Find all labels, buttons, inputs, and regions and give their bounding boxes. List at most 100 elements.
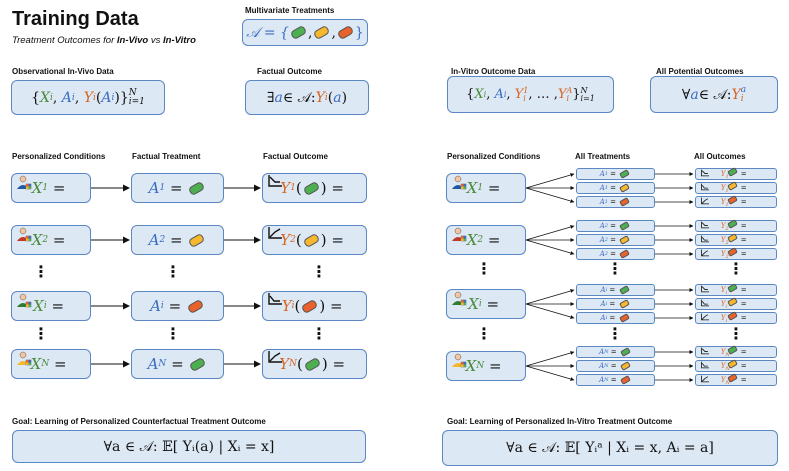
factual-outcome-label: Factual Outcome — [257, 67, 322, 76]
person-icon — [452, 227, 467, 242]
person-icon — [17, 351, 32, 366]
outcome-chart-icon — [701, 197, 709, 205]
outcome-chart-icon — [701, 249, 709, 257]
treatments-set-box: 𝒜 = { , , } — [242, 19, 368, 46]
arrow — [525, 303, 575, 319]
vertical-ellipsis: ⋮ — [607, 261, 623, 278]
page-subtitle: Treatment Outcomes for In-Vivo vs In-Vit… — [12, 35, 196, 46]
vertical-ellipsis: ⋮ — [476, 261, 492, 278]
right-col-conditions: Personalized Conditions — [447, 152, 541, 161]
vitro-data-label: In-Vitro Outcome Data — [451, 67, 536, 76]
outcome-chart-icon — [701, 299, 709, 307]
person-icon — [452, 353, 467, 368]
right-goal-label: Goal: Learning of Personalized In-Vitro … — [447, 417, 673, 426]
person-icon — [17, 227, 32, 242]
outcome-chart-icon — [268, 175, 282, 187]
vertical-ellipsis: ⋮ — [476, 326, 492, 343]
page-title: Training Data — [12, 8, 139, 30]
arrow — [525, 365, 575, 381]
left-col-outcome: Factual Outcome — [263, 152, 328, 161]
outcome-chart-icon — [701, 221, 709, 229]
vertical-ellipsis: ⋮ — [311, 326, 327, 343]
outcome-chart-icon — [701, 375, 709, 383]
vertical-ellipsis: ⋮ — [311, 264, 327, 281]
left-goal-label: Goal: Learning of Personalized Counterfa… — [12, 417, 266, 426]
outcome-chart-icon — [268, 293, 282, 305]
person-icon — [17, 293, 32, 308]
left-col-treatment: Factual Treatment — [132, 152, 201, 161]
all-outcomes-label: All Potential Outcomes — [656, 67, 744, 76]
outcome-chart-icon — [268, 227, 282, 239]
outcome-chart-icon — [701, 235, 709, 243]
arrow — [525, 351, 575, 367]
arrow — [525, 239, 575, 255]
right-goal-box: ∀a ∈ 𝒜: 𝔼[ Yᵢᵃ | Xᵢ = x, Aᵢ = a] — [442, 430, 778, 466]
vertical-ellipsis: ⋮ — [33, 326, 49, 343]
outcome-chart-icon — [268, 351, 282, 363]
left-col-conditions: Personalized Conditions — [12, 152, 106, 161]
vertical-ellipsis: ⋮ — [165, 326, 181, 343]
person-icon — [452, 175, 467, 190]
person-icon — [452, 291, 467, 306]
vertical-ellipsis: ⋮ — [728, 261, 744, 278]
person-icon — [17, 175, 32, 190]
arrow — [525, 225, 575, 241]
outcome-chart-icon — [701, 285, 709, 293]
obs-data-label: Observational In-Vivo Data — [12, 67, 114, 76]
outcome-chart-icon — [701, 347, 709, 355]
left-goal-box: ∀a ∈ 𝒜: 𝔼[ Yᵢ(a) | Xᵢ = x] — [12, 430, 366, 463]
right-col-treatments: All Treatments — [575, 152, 631, 161]
right-col-outcomes: All Outcomes — [694, 152, 746, 161]
vertical-ellipsis: ⋮ — [607, 326, 623, 343]
outcome-chart-icon — [701, 183, 709, 191]
outcome-chart-icon — [701, 313, 709, 321]
arrow — [525, 173, 575, 189]
outcome-chart-icon — [701, 169, 709, 177]
vertical-ellipsis: ⋮ — [33, 264, 49, 281]
treatments-label: Multivariate Treatments — [245, 6, 335, 15]
